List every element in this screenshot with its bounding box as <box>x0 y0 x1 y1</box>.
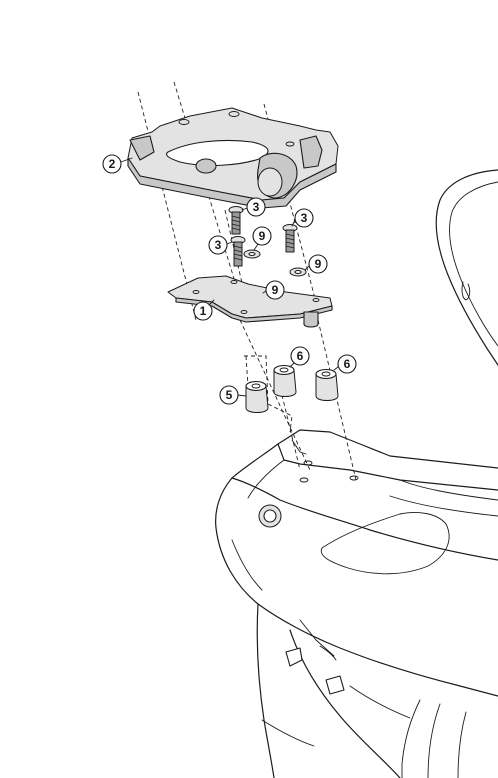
top-rack-plate <box>127 107 339 209</box>
callout-label: 9 <box>315 257 322 271</box>
callout-label: 6 <box>344 357 351 371</box>
callout-label: 3 <box>301 211 308 225</box>
callout-9: 9 <box>304 254 328 274</box>
callout-label: 2 <box>109 157 116 171</box>
callout-label: 5 <box>226 388 233 402</box>
callout-6: 6 <box>289 346 310 368</box>
scooter-rear-body <box>215 429 498 778</box>
washer-icon <box>289 267 307 277</box>
callout-5: 5 <box>219 385 247 405</box>
spacer-icon <box>273 364 297 397</box>
callout-2: 2 <box>102 154 133 174</box>
callout-label: 3 <box>215 238 222 252</box>
callout-label: 3 <box>253 200 260 214</box>
bolt-icon <box>230 236 246 267</box>
bolt-icon <box>228 206 244 235</box>
callout-6: 6 <box>333 354 357 374</box>
callout-label: 1 <box>200 304 207 318</box>
callout-9: 9 <box>262 280 285 300</box>
callout-1: 1 <box>193 299 215 321</box>
top-case-outline <box>435 169 498 366</box>
callout-3: 3 <box>208 235 233 255</box>
callout-3: 3 <box>241 197 266 217</box>
callout-label: 9 <box>272 283 279 297</box>
bolt-icon <box>282 224 298 253</box>
callout-label: 9 <box>259 229 266 243</box>
washer-icon <box>243 249 261 259</box>
callout-label: 6 <box>297 349 304 363</box>
spacer-icon <box>315 368 339 401</box>
adapter-plate <box>167 275 333 328</box>
callout-3: 3 <box>291 208 314 228</box>
callout-9: 9 <box>252 226 272 251</box>
spacer-icon <box>245 380 269 413</box>
